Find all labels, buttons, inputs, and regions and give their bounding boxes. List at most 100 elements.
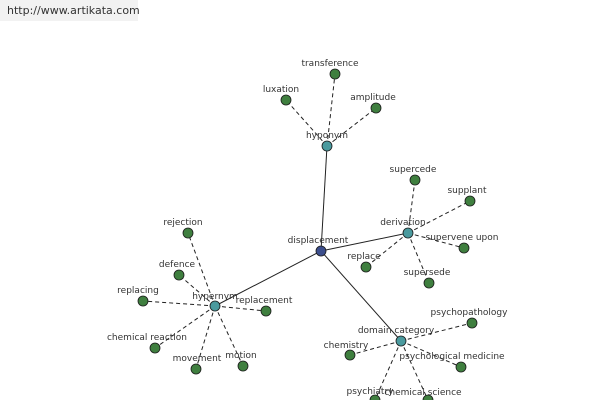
site-url-link[interactable]: http://www.artikata.com — [7, 4, 140, 17]
node-label-chemical-science[interactable]: chemical science — [384, 388, 462, 398]
edge-hypernym-movement — [195, 305, 216, 370]
node-displacement[interactable]: displacement — [288, 236, 349, 257]
node-dot-hyponym[interactable] — [321, 140, 333, 152]
edge-displacement-hypernym — [214, 250, 322, 307]
node-psychopathology[interactable]: psychopathology — [431, 308, 509, 329]
node-hyponym[interactable]: hyponym — [306, 131, 348, 152]
node-defence[interactable]: defence — [159, 260, 196, 281]
node-domain-category[interactable]: domain category — [358, 326, 435, 347]
node-psychological-medicine[interactable]: psychological medicine — [399, 352, 505, 373]
node-dot-supercede[interactable] — [409, 174, 421, 186]
edge-hypernym-defence — [178, 274, 216, 307]
node-replacing[interactable]: replacing — [117, 286, 159, 307]
node-replace[interactable]: replace — [347, 252, 381, 273]
node-dot-replace[interactable] — [360, 261, 372, 273]
node-label-supercede[interactable]: supercede — [390, 165, 437, 175]
edge-hypernym-chemical-reaction — [154, 305, 216, 349]
node-label-derivation[interactable]: derivation — [380, 218, 426, 228]
node-chemical-science[interactable]: chemical science — [384, 388, 462, 400]
node-dot-displacement[interactable] — [315, 245, 327, 257]
node-rejection[interactable]: rejection — [163, 218, 203, 239]
node-dot-movement[interactable] — [190, 363, 202, 375]
edge-derivation-supersede — [407, 232, 430, 284]
edge-hypernym-replacing — [142, 300, 216, 307]
node-dot-psychopathology[interactable] — [466, 317, 478, 329]
edge-domain-category-chemistry — [349, 340, 402, 356]
node-label-motion[interactable]: motion — [225, 351, 257, 361]
node-supercede[interactable]: supercede — [390, 165, 437, 186]
node-supervene-upon[interactable]: supervene upon — [426, 233, 499, 254]
node-label-psychiatry[interactable]: psychiatry — [347, 387, 395, 397]
node-label-supplant[interactable]: supplant — [447, 186, 487, 196]
url-bar: http://www.artikata.com — [0, 0, 140, 21]
node-label-chemistry[interactable]: chemistry — [324, 341, 369, 351]
node-label-rejection[interactable]: rejection — [163, 218, 202, 228]
edge-hyponym-transference — [326, 73, 336, 147]
edge-domain-category-psychological-medicine — [400, 340, 462, 368]
node-label-transference[interactable]: transference — [301, 59, 359, 69]
node-label-replacing[interactable]: replacing — [117, 286, 159, 296]
edge-displacement-hyponym — [320, 145, 328, 252]
edge-displacement-domain-category — [320, 250, 402, 342]
node-label-chemical-reaction[interactable]: chemical reaction — [107, 333, 187, 343]
node-label-replace[interactable]: replace — [347, 252, 381, 262]
node-label-hyponym[interactable]: hyponym — [306, 131, 348, 141]
node-dot-domain-category[interactable] — [395, 335, 407, 347]
node-dot-rejection[interactable] — [182, 227, 194, 239]
node-dot-defence[interactable] — [173, 269, 185, 281]
edge-domain-category-psychiatry — [374, 340, 402, 400]
node-dot-derivation[interactable] — [402, 227, 414, 239]
node-dot-luxation[interactable] — [280, 94, 292, 106]
edge-derivation-supplant — [407, 200, 471, 234]
node-supersede[interactable]: supersede — [404, 268, 451, 289]
node-dot-supervene-upon[interactable] — [458, 242, 470, 254]
node-label-movement[interactable]: movement — [173, 354, 222, 364]
node-chemistry[interactable]: chemistry — [324, 341, 369, 361]
node-label-psychological-medicine[interactable]: psychological medicine — [399, 352, 505, 362]
node-dot-replacement[interactable] — [260, 305, 272, 317]
node-label-defence[interactable]: defence — [159, 260, 196, 270]
node-dot-supersede[interactable] — [423, 277, 435, 289]
node-dot-psychological-medicine[interactable] — [455, 361, 467, 373]
node-dot-replacing[interactable] — [137, 295, 149, 307]
node-label-amplitude[interactable]: amplitude — [350, 93, 396, 103]
node-dot-chemistry[interactable] — [344, 349, 356, 361]
node-hypernym[interactable]: hypernym — [192, 292, 238, 312]
node-psychiatry[interactable]: psychiatry — [347, 387, 395, 400]
edge-displacement-derivation — [320, 232, 409, 252]
node-label-supervene-upon[interactable]: supervene upon — [426, 233, 499, 243]
node-movement[interactable]: movement — [173, 354, 222, 375]
node-dot-psychiatry[interactable] — [369, 394, 381, 400]
node-motion[interactable]: motion — [225, 351, 257, 372]
node-replacement[interactable]: replacement — [236, 296, 293, 317]
node-transference[interactable]: transference — [301, 59, 359, 80]
node-dot-hypernym[interactable] — [209, 300, 221, 312]
edge-derivation-replace — [365, 232, 409, 268]
edge-hyponym-luxation — [285, 99, 328, 147]
node-label-replacement[interactable]: replacement — [236, 296, 293, 306]
node-label-hypernym[interactable]: hypernym — [192, 292, 238, 302]
node-label-psychopathology[interactable]: psychopathology — [431, 308, 509, 318]
edge-derivation-supervene-upon — [407, 232, 465, 249]
node-dot-transference[interactable] — [329, 68, 341, 80]
node-label-supersede[interactable]: supersede — [404, 268, 451, 278]
node-supplant[interactable]: supplant — [447, 186, 487, 207]
node-dot-chemical-reaction[interactable] — [149, 342, 161, 354]
node-label-luxation[interactable]: luxation — [263, 85, 299, 95]
node-dot-amplitude[interactable] — [370, 102, 382, 114]
node-derivation[interactable]: derivation — [380, 218, 426, 239]
node-amplitude[interactable]: amplitude — [350, 93, 396, 114]
node-chemical-reaction[interactable]: chemical reaction — [107, 333, 187, 354]
edge-derivation-supercede — [407, 179, 416, 234]
node-dot-chemical-science[interactable] — [422, 394, 434, 400]
node-label-displacement[interactable]: displacement — [288, 236, 349, 246]
edge-domain-category-chemical-science — [400, 340, 429, 400]
edge-domain-category-psychopathology — [400, 322, 473, 342]
node-label-domain-category[interactable]: domain category — [358, 326, 435, 336]
edge-hypernym-replacement — [214, 305, 267, 312]
node-dot-supplant[interactable] — [464, 195, 476, 207]
node-luxation[interactable]: luxation — [263, 85, 299, 106]
node-dot-motion[interactable] — [237, 360, 249, 372]
edge-hypernym-rejection — [187, 232, 216, 307]
